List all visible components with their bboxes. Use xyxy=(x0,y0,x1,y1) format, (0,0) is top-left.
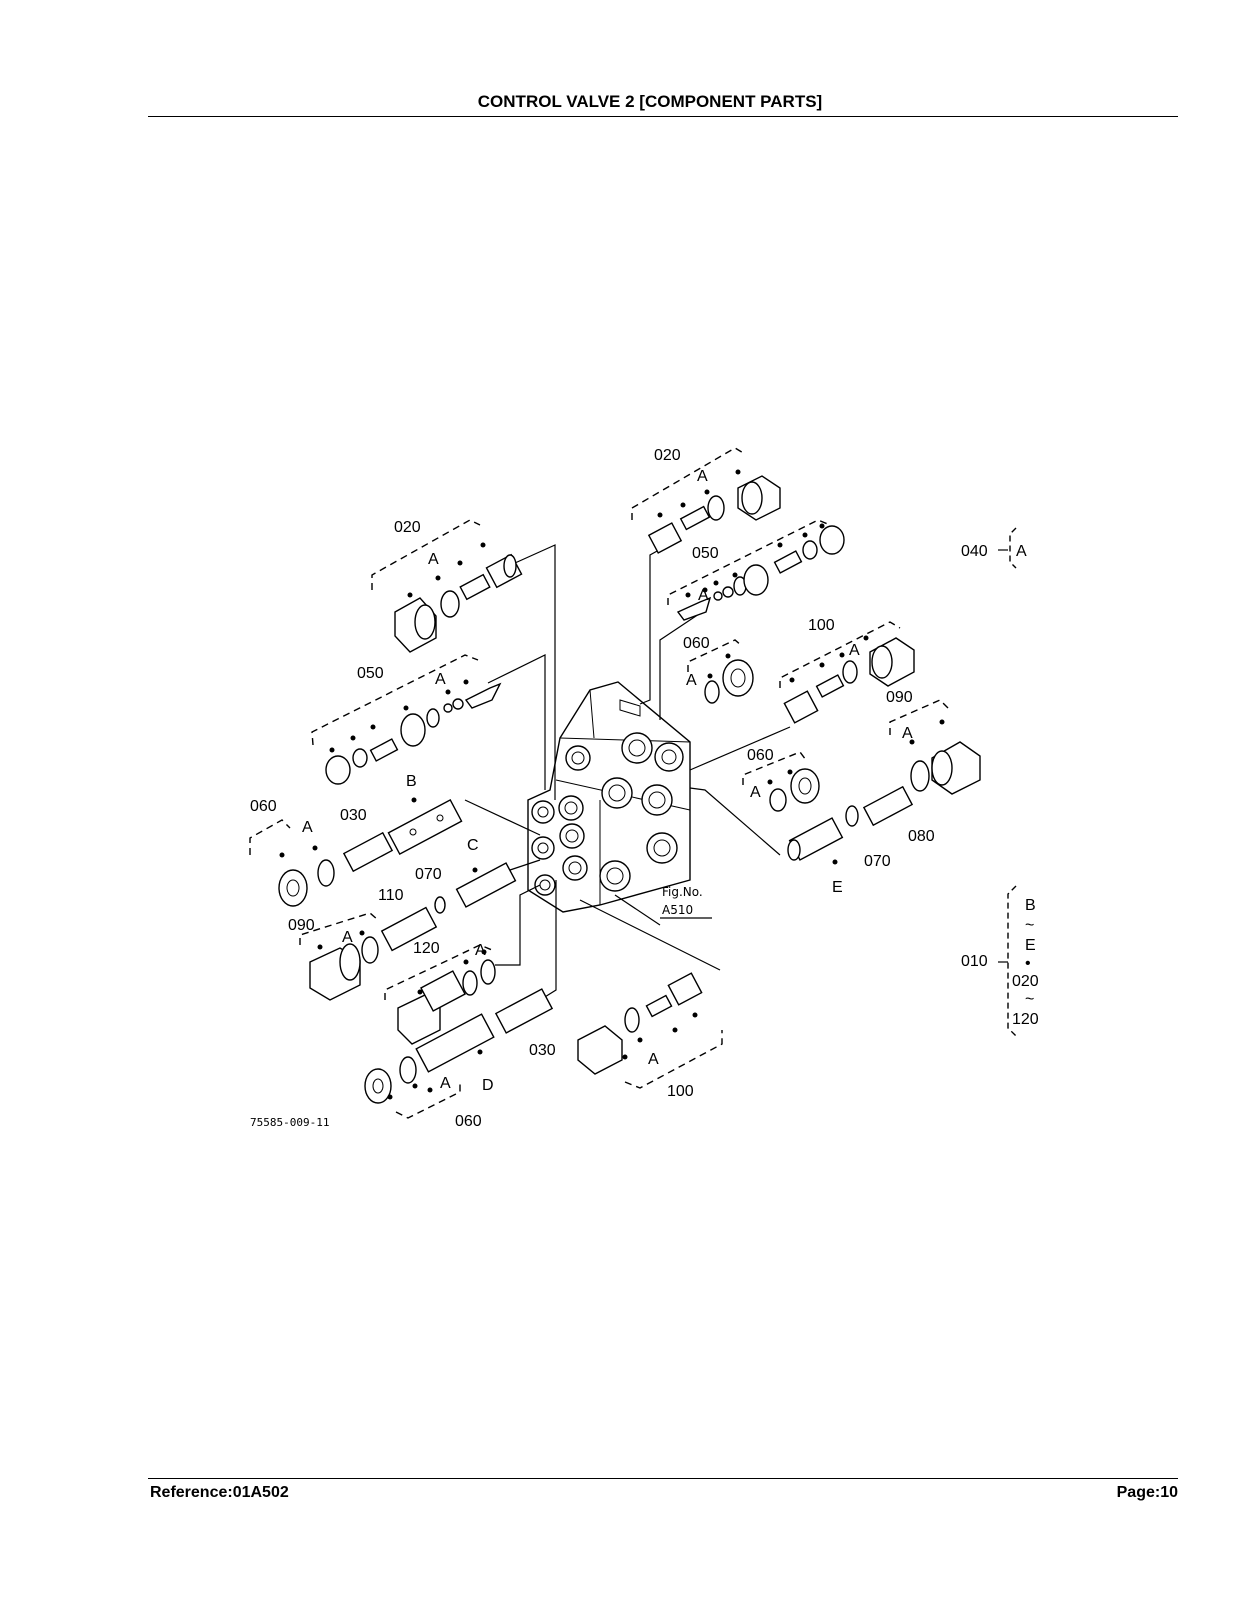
legend-010-line: E xyxy=(1025,937,1036,954)
label-070-right: 070 xyxy=(864,853,891,870)
a-marker: A xyxy=(750,784,761,801)
legend-010-line: • xyxy=(1025,955,1031,972)
legend-040: 040 A xyxy=(961,527,1027,569)
group-090-110-left xyxy=(299,906,438,1001)
group-100-right xyxy=(779,621,915,724)
group-050-left xyxy=(311,654,502,785)
label-070-left: 070 xyxy=(415,866,442,883)
label-030-bottom: 030 xyxy=(529,1042,556,1059)
legend-010-code: 010 xyxy=(961,953,988,970)
label-060-top: 060 xyxy=(683,635,710,652)
a-marker: A xyxy=(342,929,353,946)
fig-label: Fig.No. xyxy=(662,885,703,899)
legend-010-line: B xyxy=(1025,897,1036,914)
label-090-left: 090 xyxy=(288,917,315,934)
fig-number: A510 xyxy=(662,903,693,917)
label-c: C xyxy=(467,837,479,854)
label-060-left: 060 xyxy=(250,798,277,815)
label-110: 110 xyxy=(378,887,404,904)
legend-040-ref: A xyxy=(1016,543,1027,560)
label-060-right: 060 xyxy=(747,747,774,764)
group-030-d-060-bottom xyxy=(364,988,554,1119)
part-markers xyxy=(279,469,945,1100)
reference-text: Reference:01A502 xyxy=(150,1484,289,1501)
header-rule xyxy=(148,116,1178,117)
group-050-top xyxy=(667,519,845,621)
label-050-left: 050 xyxy=(357,665,384,682)
legend-010-line: ~ xyxy=(1025,991,1034,1008)
callout-labels: 020 020 050 050 060 060 060 060 100 100 … xyxy=(250,447,935,1130)
valve-body xyxy=(527,681,691,913)
a-marker: A xyxy=(686,672,697,689)
page-number: Page:10 xyxy=(1116,1484,1178,1501)
legend-010: 010 B ~ E • 020 ~ 120 xyxy=(961,885,1039,1037)
label-d: D xyxy=(482,1077,494,1094)
group-060-right xyxy=(742,751,820,812)
label-090-right: 090 xyxy=(886,689,913,706)
label-e: E xyxy=(832,879,843,896)
a-marker: A xyxy=(428,551,439,568)
a-marker: A xyxy=(698,587,709,604)
label-120: 120 xyxy=(413,940,440,957)
a-marker: A xyxy=(902,725,913,742)
figure-code: 75585-009-11 xyxy=(250,1116,329,1129)
legend-010-line: 120 xyxy=(1012,1011,1039,1028)
group-100-bottom xyxy=(577,972,723,1089)
group-120-left xyxy=(384,944,496,1045)
a-marker: A xyxy=(648,1051,659,1068)
group-060-top xyxy=(687,639,754,704)
a-marker: A xyxy=(697,468,708,485)
a-marker: A xyxy=(849,642,860,659)
label-060-bottom: 060 xyxy=(455,1113,482,1130)
group-060-030-left xyxy=(249,799,463,907)
label-100-top: 100 xyxy=(808,617,835,634)
group-020-left xyxy=(371,519,523,653)
a-marker: A xyxy=(302,819,313,836)
label-030-left: 030 xyxy=(340,807,367,824)
label-020-top: 020 xyxy=(654,447,681,464)
label-050-top: 050 xyxy=(692,545,719,562)
group-020-top xyxy=(631,447,781,554)
group-070-c-left xyxy=(434,862,517,914)
label-020-left: 020 xyxy=(394,519,421,536)
a-marker: A xyxy=(435,671,446,688)
a-markers: A A A A A A A A A A A A A xyxy=(302,468,913,1092)
label-100-bottom: 100 xyxy=(667,1083,694,1100)
fig-number-callout: Fig.No. A510 xyxy=(660,885,712,919)
label-080: 080 xyxy=(908,828,935,845)
legend-010-line: 020 xyxy=(1012,973,1039,990)
page-title: CONTROL VALVE 2 [COMPONENT PARTS] xyxy=(477,92,823,111)
legend-010-line: ~ xyxy=(1025,917,1034,934)
footer-rule xyxy=(148,1478,1178,1479)
label-b: B xyxy=(406,773,417,790)
group-090-080-e-right xyxy=(787,699,981,861)
legend-040-code: 040 xyxy=(961,543,988,560)
leader-lines xyxy=(464,544,791,1001)
a-marker: A xyxy=(475,942,486,959)
a-marker: A xyxy=(440,1075,451,1092)
